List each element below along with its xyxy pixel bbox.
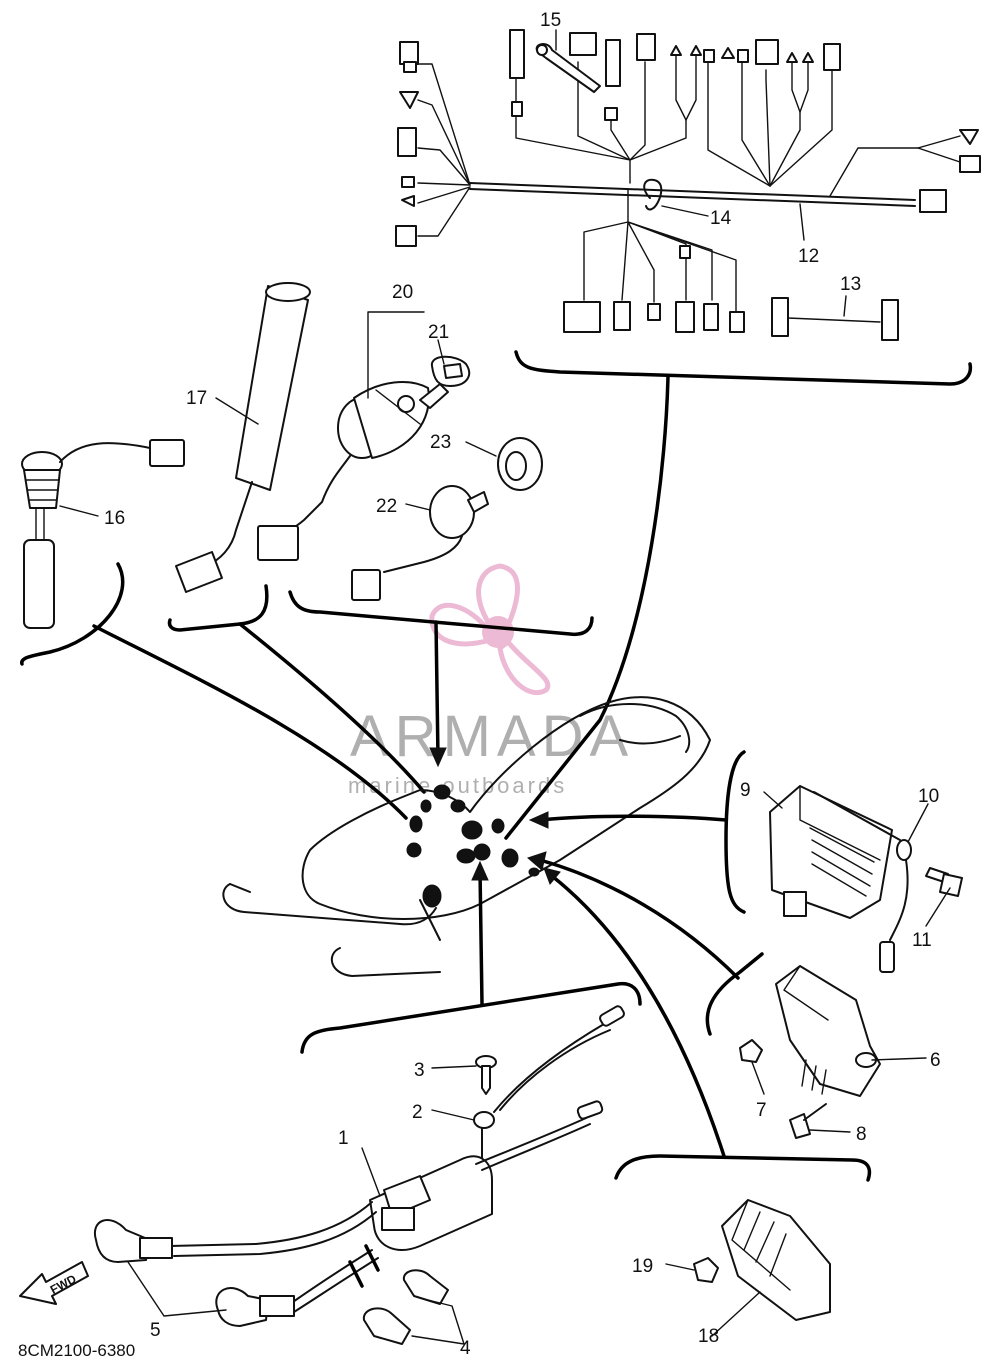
harness-top-connectors bbox=[509, 29, 841, 121]
wire-harness-group bbox=[395, 29, 981, 840]
leader-1 bbox=[478, 868, 484, 1006]
regulator-18 bbox=[721, 1199, 831, 1321]
fwd-direction-arrow: FWD bbox=[19, 1261, 89, 1305]
leader-20 bbox=[434, 620, 440, 760]
callout-19: 19 bbox=[632, 1256, 653, 1277]
harness-leader bbox=[504, 374, 670, 840]
callout-17: 17 bbox=[186, 388, 207, 409]
clamps-4 bbox=[362, 1269, 449, 1345]
leader-16 bbox=[92, 624, 408, 820]
bracket-9 bbox=[724, 750, 746, 914]
callout-2: 2 bbox=[412, 1102, 423, 1123]
callout-12: 12 bbox=[798, 246, 819, 267]
bracket-1 bbox=[300, 981, 642, 1054]
callout-4: 4 bbox=[460, 1338, 471, 1359]
leader-9 bbox=[538, 814, 728, 822]
callout-7: 7 bbox=[756, 1100, 767, 1121]
callout-18: 18 bbox=[698, 1326, 719, 1347]
screw-3 bbox=[475, 1055, 497, 1095]
nut-23 bbox=[497, 437, 543, 491]
callout-6: 6 bbox=[930, 1050, 941, 1071]
callout-3: 3 bbox=[414, 1060, 425, 1081]
bracket-18 bbox=[614, 1154, 872, 1182]
plug-caps-5 bbox=[93, 1201, 379, 1327]
snowmobile-outline bbox=[222, 696, 711, 977]
callout-9: 9 bbox=[740, 780, 751, 801]
callout-15: 15 bbox=[540, 10, 561, 31]
nut-19 bbox=[693, 1257, 719, 1283]
armada-watermark: ARMADA marine outboards bbox=[348, 563, 628, 798]
ignition-coil-1 bbox=[369, 1100, 604, 1251]
bolt-11 bbox=[925, 867, 963, 897]
ground-lead-10 bbox=[813, 791, 912, 973]
switch-22 bbox=[351, 485, 489, 601]
watermark-tagline: marine outboards bbox=[348, 773, 567, 798]
callout-11: 11 bbox=[912, 930, 932, 951]
bracket-6 bbox=[705, 952, 764, 1036]
harness-lower-connectors bbox=[563, 245, 745, 333]
ignition-switch-20 bbox=[257, 381, 430, 561]
leader-17 bbox=[238, 622, 426, 794]
callout-20: 20 bbox=[392, 282, 413, 303]
rectifier-unit-6 bbox=[775, 965, 881, 1097]
harness-right-connectors bbox=[919, 129, 981, 213]
coil-tubes bbox=[348, 1244, 380, 1288]
callout-23: 23 bbox=[430, 432, 451, 453]
callout-13: 13 bbox=[840, 274, 861, 295]
bracket-17 bbox=[167, 584, 269, 632]
cdi-unit-9 bbox=[769, 785, 893, 919]
switch-16 bbox=[21, 439, 185, 629]
ground-lead-2 bbox=[473, 1005, 625, 1161]
key-21 bbox=[419, 355, 471, 409]
extension-lead-13 bbox=[771, 297, 899, 341]
callout-leaders bbox=[59, 29, 951, 1345]
harness-bracket bbox=[514, 350, 973, 386]
callout-1: 1 bbox=[338, 1128, 349, 1149]
harness-trunk bbox=[469, 182, 916, 201]
callout-22: 22 bbox=[376, 496, 397, 517]
callout-labels: 1 2 3 4 5 6 7 8 9 10 11 12 13 14 15 16 1… bbox=[104, 10, 941, 1359]
terminal-item-15 bbox=[535, 43, 601, 93]
callout-16: 16 bbox=[104, 508, 125, 529]
callout-8: 8 bbox=[856, 1124, 867, 1145]
harness-clamp-14 bbox=[643, 178, 663, 211]
harness-left-connectors bbox=[395, 41, 419, 247]
bolt-8 bbox=[789, 1103, 827, 1139]
capacitor-17 bbox=[175, 282, 311, 593]
bracket-16 bbox=[20, 562, 125, 666]
callout-5: 5 bbox=[150, 1320, 161, 1341]
bracket-20 bbox=[288, 590, 594, 637]
leader-18 bbox=[550, 874, 726, 1158]
callout-14: 14 bbox=[710, 208, 732, 229]
callout-21: 21 bbox=[428, 322, 449, 343]
nut-7 bbox=[739, 1039, 763, 1063]
propeller-logo-icon bbox=[429, 563, 551, 696]
connector-cluster bbox=[406, 784, 540, 908]
diagram-code: 8CM2100-6380 bbox=[18, 1341, 135, 1360]
leader-6 bbox=[538, 858, 740, 980]
callout-10: 10 bbox=[918, 786, 939, 807]
